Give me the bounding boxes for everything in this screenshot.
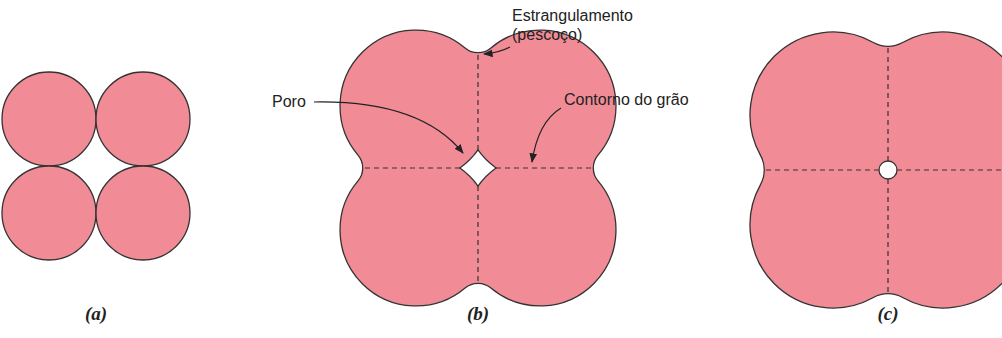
necked-particles	[340, 30, 616, 306]
grain-boundary	[897, 169, 1002, 170]
grain-boundary	[765, 169, 879, 170]
grain-boundary	[887, 179, 888, 293]
particle	[2, 72, 96, 166]
particle	[2, 166, 96, 260]
pore	[879, 161, 897, 179]
grain-boundary	[887, 47, 888, 161]
leader-arrow	[532, 108, 561, 162]
callout-label: Contorno do grão	[564, 90, 689, 109]
panel-letter: (c)	[877, 304, 898, 323]
panel-letter: (a)	[85, 304, 107, 323]
particle	[96, 166, 190, 260]
panel-letter: (b)	[467, 304, 489, 323]
grain-boundary	[363, 167, 460, 168]
loose-particles	[2, 72, 190, 260]
grain-boundaries	[765, 47, 1002, 293]
callout-label: Poro	[272, 92, 306, 111]
sintered-body	[340, 30, 616, 306]
particle	[96, 72, 190, 166]
densified-particles	[750, 32, 1002, 308]
grain-boundary	[477, 53, 478, 150]
sintered-body	[750, 32, 1002, 308]
pore	[460, 150, 496, 186]
grain-boundaries	[363, 53, 593, 283]
grain-boundary	[477, 186, 478, 283]
callout-label: Estrangulamento (pescoço)	[512, 6, 652, 44]
leader-arrow	[484, 47, 510, 54]
grain-boundary	[496, 167, 593, 168]
leader-arrow	[314, 102, 463, 153]
